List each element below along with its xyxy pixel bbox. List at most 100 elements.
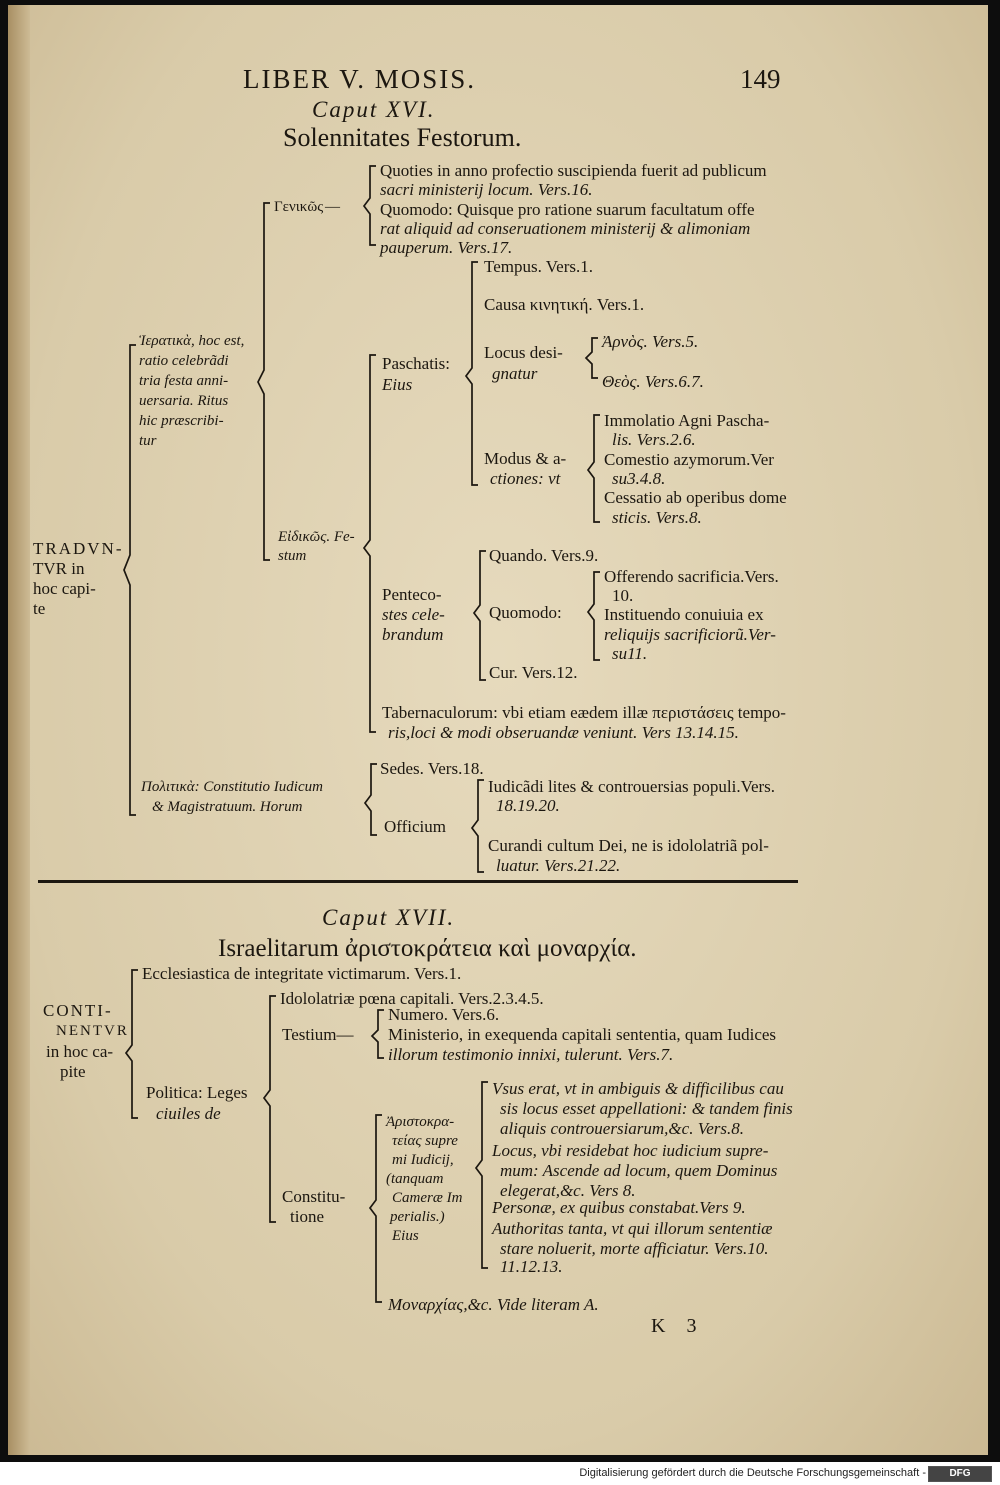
chapter-16-heading: Caput XVI. — [312, 97, 436, 122]
aristokratia-sub-item: Personæ, ex quibus constabat.Vers 9. — [492, 1198, 746, 1217]
testium-sub-item: Ministerio, in exequenda capitali senten… — [388, 1025, 777, 1044]
aristokratia-sub-item: sis locus esset appellationi: & tandem f… — [500, 1099, 793, 1118]
modus-sub-item: lis. Vers.2.6. — [612, 430, 696, 449]
page-number: 149 — [740, 64, 781, 94]
aristokratia-line: (tanquam — [386, 1171, 444, 1187]
hieratika-line: ratio celebrãdi — [139, 353, 229, 369]
modus-line: Modus & a- — [484, 449, 567, 468]
aristokratia-sub-item: Locus, vbi residebat hoc iudicium supre- — [492, 1141, 769, 1160]
constitutione-line: Constitu- — [282, 1187, 346, 1206]
modus-sub-item: Cessatio ab operibus dome — [604, 488, 787, 507]
running-title: LIBER V. MOSIS. — [243, 64, 477, 94]
modus-sub-item: Comestio azymorum.Ver — [604, 450, 774, 469]
aristokratia-line: Cameræ Im — [392, 1190, 463, 1206]
politica-line: ciuiles de — [156, 1104, 221, 1123]
pentecostes-line: brandum — [382, 625, 444, 644]
ecclesiastica-item: Ecclesiastica de integritate victimarum.… — [142, 964, 462, 983]
aristokratia-sub-item: stare noluerit, morte afficiatur. Vers.1… — [500, 1239, 769, 1258]
politika-line: Πολιτικὰ: Constitutio Iudicum — [141, 779, 323, 795]
quando-item: Quando. Vers.9. — [489, 546, 599, 565]
root-line: pite — [60, 1062, 86, 1081]
genikos-item-line: Quoties in anno profectio suscipienda fu… — [380, 161, 767, 180]
aristokratia-sub-item: Vsus erat, vt in ambiguis & difficilibus… — [492, 1079, 784, 1098]
genikos-item-line: rat aliquid ad conseruationem ministerij… — [380, 219, 751, 238]
testium-sub-item: Numero. Vers.6. — [388, 1005, 500, 1024]
root-line: CONTI- — [43, 1001, 113, 1020]
officium-sub-item: luatur. Vers.21.22. — [496, 856, 621, 875]
book-page — [8, 5, 988, 1455]
eidikos-line: Εἰδικῶς. Fe- — [278, 529, 355, 545]
idololatria-item: Idololatriæ pœna capitali. Vers.2.3.4.5. — [280, 989, 544, 1008]
root-line: hoc capi- — [33, 579, 96, 598]
tabernaculorum-line: Tabernaculorum: vbi etiam eædem illæ περ… — [382, 703, 786, 722]
root-line: te — [33, 599, 46, 618]
aristokratia-line: Ἀριστοκρα- — [386, 1114, 455, 1130]
chapter-17-heading: Caput XVII. — [322, 905, 456, 930]
locus-sub-item: Θεὸς. Vers.6.7. — [602, 372, 704, 391]
hieratika-line: uersaria. Ritus — [139, 393, 229, 409]
politika-line: & Magistratuum. Horum — [152, 799, 303, 815]
genikos-item-line: Quomodo: Quisque pro ratione suarum facu… — [380, 200, 755, 219]
aristokratia-line: mi Iudicij, — [392, 1152, 454, 1168]
hieratika-line: Ἱερατικὰ, hoc est, — [139, 333, 245, 349]
chapter-divider-rule — [38, 880, 798, 883]
quomodo-sub-item: Instituendo conuiuia ex — [604, 605, 764, 624]
tabernaculorum-line: ris,loci & modi obseruandæ veniunt. Vers… — [388, 723, 739, 742]
aristokratia-line: Eius — [392, 1228, 419, 1244]
aristokratia-sub-item: mum: Ascende ad locum, quem Dominus — [500, 1161, 778, 1180]
modus-sub-item: Immolatio Agni Pascha- — [604, 411, 770, 430]
quomodo-sub-item: reliquijs sacrificiorũ.Ver- — [604, 625, 776, 644]
causa-item: Causa κινητική. Vers.1. — [484, 295, 645, 314]
tempus-item: Tempus. Vers.1. — [484, 257, 593, 276]
quomodo-sub-item: 10. — [612, 586, 634, 605]
chapter-16-title: Solennitates Festorum. — [283, 123, 522, 152]
digitization-credit-text: Digitalisierung gefördert durch die Deut… — [579, 1467, 926, 1479]
aristokratia-line: perialis.) — [390, 1209, 445, 1225]
officium-sub-item: 18.19.20. — [496, 796, 560, 815]
paschatis-line: Eius — [382, 375, 413, 394]
officium-sub-item: Iudicãdi lites & controuersias populi.Ve… — [488, 777, 776, 796]
digitization-credit-bar: Digitalisierung gefördert durch die Deut… — [0, 1462, 1000, 1485]
cur-item: Cur. Vers.12. — [489, 663, 578, 682]
constitutione-line: tione — [290, 1207, 324, 1226]
locus-line: gnatur — [492, 364, 538, 383]
monarchia-item: Μοναρχίας,&c. Vide literam A. — [388, 1295, 599, 1314]
root-line: in hoc ca- — [46, 1042, 114, 1061]
locus-sub-item: Ἀρνὸς. Vers.5. — [602, 332, 699, 351]
sedes-item: Sedes. Vers.18. — [380, 759, 484, 778]
genikos-item-line: sacri ministerij locum. Vers.16. — [380, 180, 593, 199]
aristokratia-sub-item: 11.12.13. — [500, 1257, 563, 1276]
quomodo-sub-item: Offerendo sacrificia.Vers. — [604, 567, 779, 586]
eidikos-line: stum — [278, 548, 307, 564]
quomodo-sub-item: su11. — [612, 644, 648, 663]
aristokratia-sub-item: aliquis controuersiarum,&c. Vers.8. — [500, 1119, 744, 1138]
connector-dash: — — [325, 199, 340, 215]
root-line: TRADVN- — [33, 539, 124, 558]
modus-line: ctiones: vt — [490, 469, 561, 488]
aristokratia-sub-item: Authoritas tanta, vt qui illorum sentent… — [492, 1219, 773, 1238]
hieratika-line: tria festa anni- — [139, 373, 229, 389]
pentecostes-line: stes cele- — [382, 605, 445, 624]
root-line: NENTVR — [56, 1023, 129, 1039]
quomodo-label: Quomodo: — [489, 603, 562, 622]
dfg-logo: DFG — [928, 1466, 992, 1482]
genikos-label: Γενικῶς — [274, 199, 324, 215]
modus-sub-item: su3.4.8. — [612, 469, 666, 488]
hieratika-line: hic præscribi- — [139, 413, 224, 429]
officium-sub-item: Curandi cultum Dei, ne is idololatriã po… — [488, 836, 769, 855]
genikos-item-line: pauperum. Vers.17. — [380, 238, 513, 257]
chapter-17-title: Israelitarum ἀριστοκράτεια καὶ μοναρχία. — [218, 935, 637, 962]
locus-line: Locus desi- — [484, 343, 563, 362]
pentecostes-line: Penteco- — [382, 585, 442, 604]
aristokratia-line: τείας supre — [392, 1133, 458, 1149]
politica-line: Politica: Leges — [146, 1083, 248, 1102]
paschatis-line: Paschatis: — [382, 354, 450, 373]
hieratika-line: tur — [139, 433, 157, 449]
root-line: TVR in — [33, 559, 85, 578]
testium-sub-item: illorum testimonio innixi, tulerunt. Ver… — [388, 1045, 674, 1064]
modus-sub-item: sticis. Vers.8. — [612, 508, 702, 527]
officium-label: Officium — [384, 817, 447, 836]
page-gutter-shadow — [8, 5, 30, 1455]
signature-mark: K 3 — [651, 1315, 705, 1337]
